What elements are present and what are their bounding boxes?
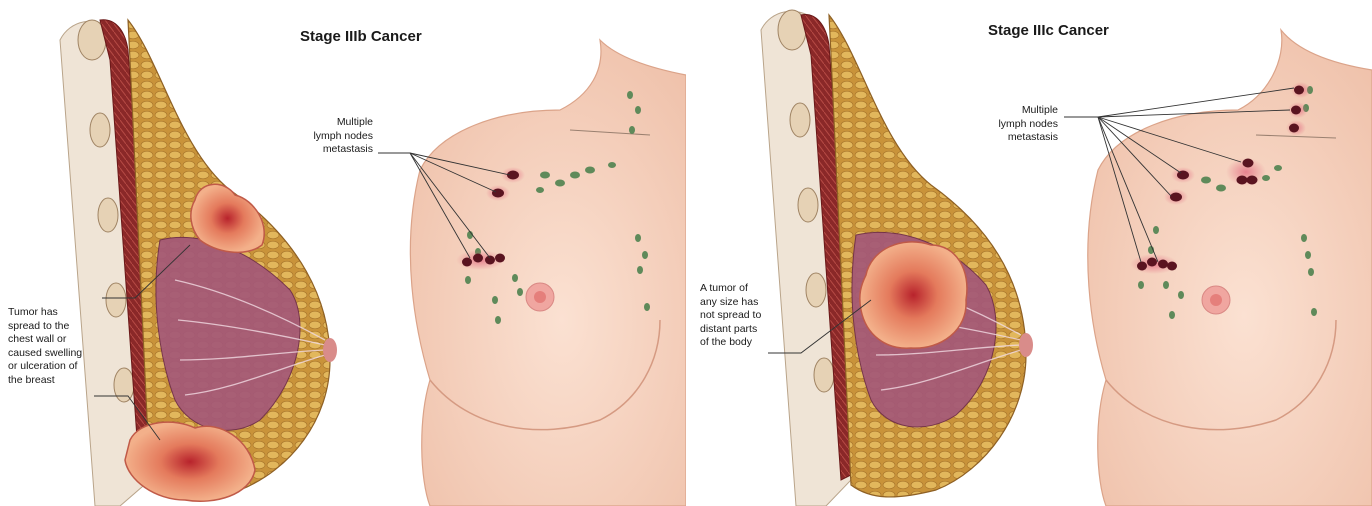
- stage-iiic-illustration: [686, 0, 1372, 506]
- label-line: distant parts: [700, 323, 761, 337]
- label-line: lymph nodes: [998, 118, 1058, 132]
- nipple-side: [323, 338, 337, 362]
- stage-iiib-illustration: [0, 0, 686, 506]
- label-line: lymph nodes: [313, 130, 373, 144]
- stage-iiic-panel: Stage IIIc Cancer Multiple lymph nodes m…: [686, 0, 1372, 506]
- label-line: Tumor has: [8, 306, 82, 320]
- label-line: Multiple: [998, 104, 1058, 118]
- stage-title: Stage IIIc Cancer: [988, 22, 1109, 39]
- tumor: [860, 242, 967, 348]
- nipple-side: [1019, 333, 1033, 357]
- stage-iiib-panel: Stage IIIb Cancer Multiple lymph nodes m…: [0, 0, 686, 506]
- label-line: the breast: [8, 374, 82, 388]
- label-line: chest wall or: [8, 333, 82, 347]
- tumor-upper: [191, 184, 264, 252]
- label-line: metastasis: [313, 143, 373, 157]
- label-line: of the body: [700, 336, 761, 350]
- label-line: or ulceration of: [8, 360, 82, 374]
- label-line: Multiple: [313, 116, 373, 130]
- torso-front: [1088, 30, 1372, 506]
- lymph-nodes-label: Multiple lymph nodes metastasis: [313, 116, 373, 157]
- label-line: caused swelling: [8, 347, 82, 361]
- nipple-center: [1210, 294, 1222, 306]
- label-line: any size has: [700, 296, 761, 310]
- label-line: metastasis: [998, 131, 1058, 145]
- label-line: A tumor of: [700, 282, 761, 296]
- lymph-nodes-label: Multiple lymph nodes metastasis: [998, 104, 1058, 145]
- nipple-center: [534, 291, 546, 303]
- label-line: not spread to: [700, 309, 761, 323]
- tumor-label: Tumor has spread to the chest wall or ca…: [8, 306, 82, 387]
- label-line: spread to the: [8, 320, 82, 334]
- stage-title: Stage IIIb Cancer: [300, 28, 422, 45]
- torso-front: [410, 40, 686, 506]
- tumor-label: A tumor of any size has not spread to di…: [700, 282, 761, 350]
